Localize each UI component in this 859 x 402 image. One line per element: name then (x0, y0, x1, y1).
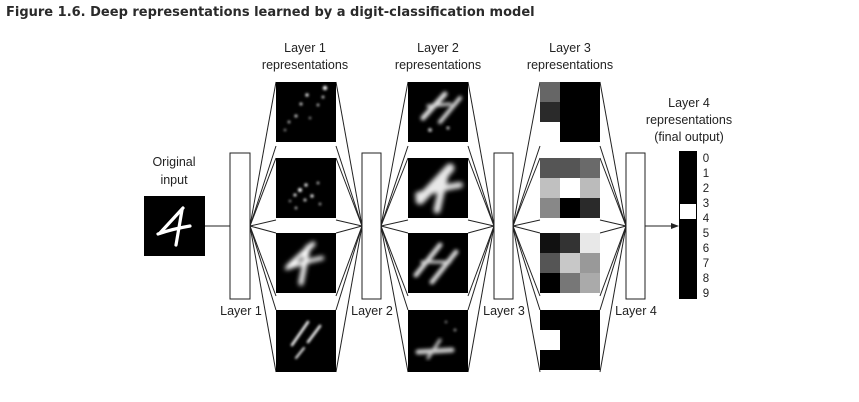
layer2-header-subtitle: representations (395, 58, 481, 72)
layer3-cell (540, 330, 560, 350)
output-digit-8: 8 (703, 273, 709, 285)
layer1-header-subtitle: representations (262, 58, 348, 72)
output-bar (679, 151, 697, 299)
layer1-map-4 (276, 310, 336, 372)
layer3-cell (560, 82, 580, 102)
layer2-map-1 (408, 82, 468, 142)
layer3-map-2 (540, 158, 600, 218)
output-highlight (680, 204, 696, 219)
layer3-cell (560, 102, 580, 122)
layer3-cell (580, 198, 600, 218)
layer3-cell (580, 122, 600, 142)
output-digit-6: 6 (703, 243, 709, 255)
layer3-cell (580, 330, 600, 350)
layer3-bar (493, 152, 514, 300)
layer1-label: Layer 1 (220, 304, 262, 318)
layer3-cell (560, 233, 580, 253)
layer3-map-1 (540, 82, 600, 142)
output-digit-9: 9 (703, 288, 709, 300)
layer3-cell (560, 350, 580, 370)
layer1-map-3 (276, 233, 336, 293)
layer3-cell (540, 253, 560, 273)
output-digit-0: 0 (703, 153, 709, 165)
layer3-cell (540, 158, 560, 178)
connection-lines (205, 81, 627, 373)
output-digit-3: 3 (703, 198, 709, 210)
layer3-cell (540, 82, 560, 102)
layer3-cell (580, 233, 600, 253)
layer3-cell (580, 102, 600, 122)
layer3-map-3 (540, 233, 600, 293)
output-digit-2: 2 (703, 183, 709, 195)
layer3-cell (540, 178, 560, 198)
layer3-cell (540, 310, 560, 330)
layer2-header-title: Layer 2 (417, 41, 459, 55)
layer3-cell (560, 122, 580, 142)
layer1-map-2 (276, 158, 336, 218)
layer3-cell (560, 198, 580, 218)
layer4-label: Layer 4 (615, 304, 657, 318)
layer3-cell (540, 102, 560, 122)
layer3-cell (560, 310, 580, 330)
layer4-header-subtitle: representations (646, 113, 732, 127)
output-digit-5: 5 (703, 228, 709, 240)
layer3-cell (580, 178, 600, 198)
layer1-map-1 (276, 82, 336, 142)
layer3-cell (540, 122, 560, 142)
layer3-cell (580, 310, 600, 330)
layer1-header-title: Layer 1 (284, 41, 326, 55)
output-digit-7: 7 (703, 258, 709, 270)
layer3-cell (540, 273, 560, 293)
output-digit-labels: 0 1 2 3 4 5 6 7 8 9 (703, 153, 710, 300)
figure-caption: Figure 1.6. Deep representations learned… (6, 5, 535, 20)
layer3-cell (560, 273, 580, 293)
layer3-label: Layer 3 (483, 304, 525, 318)
layer3-cell (540, 350, 560, 370)
layer4-bar (625, 152, 646, 300)
layer3-cell (580, 253, 600, 273)
output-digit-1: 1 (703, 168, 709, 180)
layer2-label: Layer 2 (351, 304, 393, 318)
layer3-cell (560, 330, 580, 350)
layer3-cell (580, 158, 600, 178)
layer3-cell (540, 233, 560, 253)
layer1-bar (229, 152, 251, 300)
layer3-cell (560, 158, 580, 178)
layer2-map-3 (408, 233, 468, 293)
layer2-bar (361, 152, 382, 300)
input-label-line1: Original (152, 155, 195, 169)
layer3-cell (560, 178, 580, 198)
layer2-map-2 (408, 158, 468, 218)
input-label-line2: input (160, 173, 188, 187)
layer3-header-subtitle: representations (527, 58, 613, 72)
layer3-cell (540, 198, 560, 218)
output-digit-4: 4 (703, 213, 710, 225)
layer4-header-title: Layer 4 (668, 96, 710, 110)
layer3-cell (580, 350, 600, 370)
layer3-cell (580, 82, 600, 102)
layer3-map-4 (540, 310, 600, 370)
layer2-map-4 (408, 310, 468, 372)
layer4-header-note: (final output) (654, 130, 723, 144)
original-input-image (144, 196, 205, 256)
layer3-cell (580, 273, 600, 293)
layer3-header-title: Layer 3 (549, 41, 591, 55)
layer3-cell (560, 253, 580, 273)
